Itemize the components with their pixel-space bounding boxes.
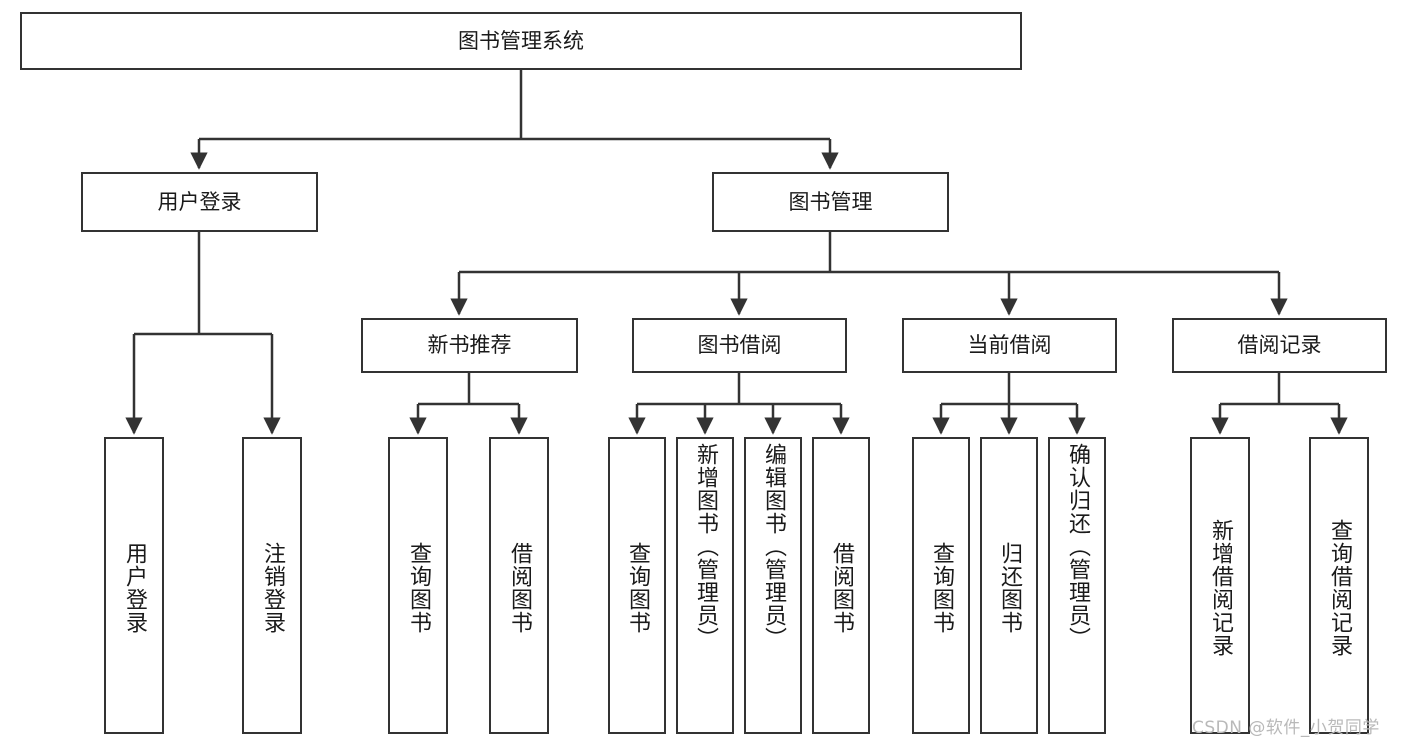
leaf-return-book[interactable]: 归还图书 xyxy=(980,437,1038,734)
leaf-user-logout-label: 注销登录 xyxy=(260,541,285,634)
leaf-add-book-label: 新增图书（管理员） xyxy=(693,443,718,650)
node-borrow-record-label: 借阅记录 xyxy=(1237,333,1322,358)
leaf-query-book-3-label: 查询图书 xyxy=(929,541,954,634)
node-current-borrow[interactable]: 当前借阅 xyxy=(902,318,1117,373)
node-root-label: 图书管理系统 xyxy=(458,28,584,53)
leaf-query-book-1-label: 查询图书 xyxy=(406,541,431,634)
node-user-login-label: 用户登录 xyxy=(157,189,242,214)
leaf-return-book-label: 归还图书 xyxy=(997,541,1022,634)
node-root[interactable]: 图书管理系统 xyxy=(20,12,1022,70)
node-new-book-recommend-label: 新书推荐 xyxy=(427,333,512,358)
node-borrow-record[interactable]: 借阅记录 xyxy=(1172,318,1387,373)
leaf-borrow-book-1[interactable]: 借阅图书 xyxy=(489,437,549,734)
node-book-borrow[interactable]: 图书借阅 xyxy=(632,318,847,373)
node-book-manage[interactable]: 图书管理 xyxy=(712,172,949,232)
leaf-query-record-label: 查询借阅记录 xyxy=(1327,518,1352,657)
leaf-user-login[interactable]: 用户登录 xyxy=(104,437,164,734)
leaf-confirm-return[interactable]: 确认归还（管理员） xyxy=(1048,437,1106,734)
leaf-confirm-return-label: 确认归还（管理员） xyxy=(1065,443,1090,650)
node-book-manage-label: 图书管理 xyxy=(788,189,873,214)
leaf-edit-book-label: 编辑图书（管理员） xyxy=(761,443,786,650)
node-book-borrow-label: 图书借阅 xyxy=(697,333,782,358)
leaf-add-record[interactable]: 新增借阅记录 xyxy=(1190,437,1250,734)
leaf-borrow-book-1-label: 借阅图书 xyxy=(507,541,532,634)
leaf-query-book-2-label: 查询图书 xyxy=(625,541,650,634)
node-user-login[interactable]: 用户登录 xyxy=(81,172,318,232)
leaf-query-book-3[interactable]: 查询图书 xyxy=(912,437,970,734)
leaf-edit-book[interactable]: 编辑图书（管理员） xyxy=(744,437,802,734)
leaf-borrow-book-2[interactable]: 借阅图书 xyxy=(812,437,870,734)
leaf-user-login-label: 用户登录 xyxy=(122,541,147,634)
leaf-query-record[interactable]: 查询借阅记录 xyxy=(1309,437,1369,734)
leaf-borrow-book-2-label: 借阅图书 xyxy=(829,541,854,634)
node-current-borrow-label: 当前借阅 xyxy=(967,333,1052,358)
leaf-add-book[interactable]: 新增图书（管理员） xyxy=(676,437,734,734)
leaf-query-book-1[interactable]: 查询图书 xyxy=(388,437,448,734)
node-new-book-recommend[interactable]: 新书推荐 xyxy=(361,318,578,373)
leaf-query-book-2[interactable]: 查询图书 xyxy=(608,437,666,734)
leaf-add-record-label: 新增借阅记录 xyxy=(1208,518,1233,657)
leaf-user-logout[interactable]: 注销登录 xyxy=(242,437,302,734)
